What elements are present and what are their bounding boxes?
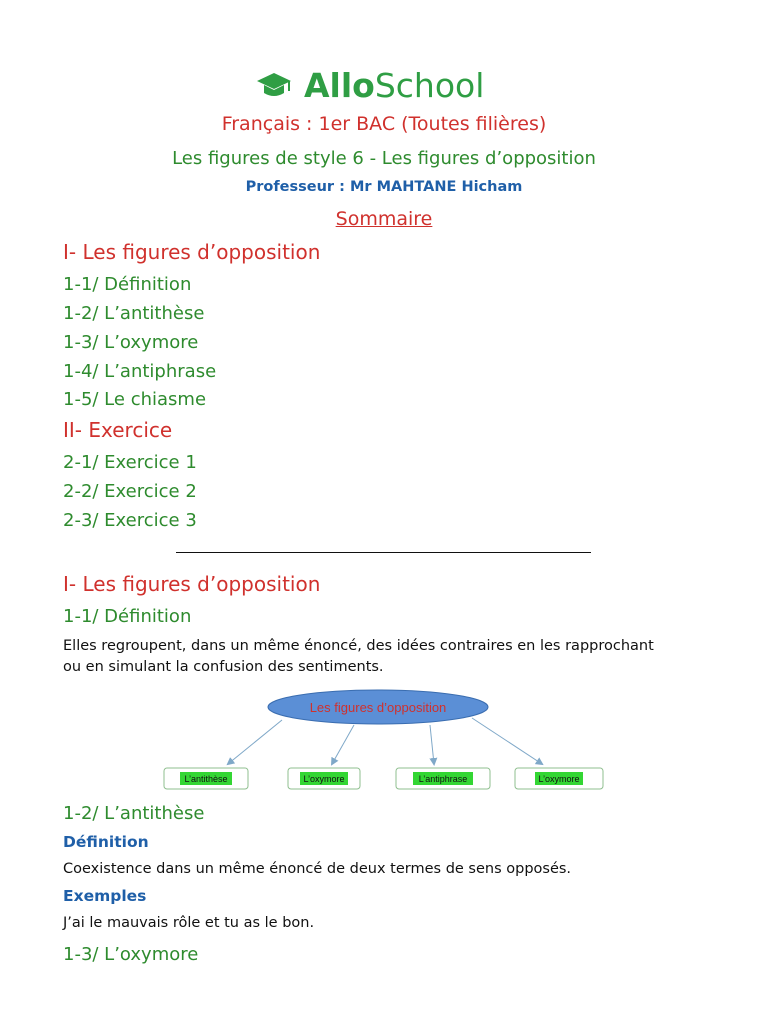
- svg-text:L’antithèse: L’antithèse: [184, 774, 227, 784]
- diagram-arrow: [331, 724, 355, 766]
- diagram-arrow: [226, 719, 283, 766]
- alloschool-logo[interactable]: AlloSchool: [256, 66, 484, 106]
- antithese-example-text: J’ai le mauvais rôle et tu as le bon.: [63, 915, 315, 931]
- sommaire-heading[interactable]: Sommaire: [335, 208, 433, 230]
- toc-item[interactable]: 1-1/ Définition: [63, 274, 192, 295]
- toc-item[interactable]: 2-3/ Exercice 3: [63, 510, 197, 531]
- section-heading-antithese: 1-2/ L’antithèse: [63, 803, 205, 824]
- toc-item[interactable]: 1-3/ L’oxymore: [63, 332, 199, 353]
- opposition-figures-diagram: Les figures d’opposition L’antithèse L’o…: [163, 689, 604, 790]
- graduation-cap-icon: [257, 73, 291, 96]
- examples-label: Exemples: [63, 887, 147, 905]
- diagram-arrow: [429, 724, 438, 766]
- diagram-node-antithese: L’antithèse: [163, 767, 249, 790]
- diagram-node-oxymore: L’oxymore: [287, 767, 361, 790]
- diagram-root-label: Les figures d’opposition: [310, 700, 447, 715]
- toc-item[interactable]: 1-2/ L’antithèse: [63, 303, 205, 324]
- section-heading-definition: 1-1/ Définition: [63, 606, 192, 627]
- section-divider: [176, 552, 591, 553]
- toc-item[interactable]: 2-1/ Exercice 1: [63, 452, 197, 473]
- diagram-node-antiphrase: L’antiphrase: [395, 767, 491, 790]
- svg-text:L’oxymore: L’oxymore: [538, 774, 579, 784]
- definition-label: Définition: [63, 833, 149, 851]
- professor-line: Professeur : Mr MAHTANE Hicham: [245, 179, 523, 195]
- page-title: Français : 1er BAC (Toutes filières): [221, 113, 547, 135]
- section-heading-oxymore: 1-3/ L’oxymore: [63, 944, 199, 965]
- page-subtitle: Les figures de style 6 - Les figures d’o…: [172, 148, 596, 169]
- svg-text:L’oxymore: L’oxymore: [303, 774, 344, 784]
- section-heading-part1: I- Les figures d’opposition: [63, 572, 321, 596]
- antithese-definition-text: Coexistence dans un même énoncé de deux …: [63, 861, 572, 877]
- toc-item[interactable]: 2-2/ Exercice 2: [63, 481, 197, 502]
- definition-text-line: Elles regroupent, dans un même énoncé, d…: [63, 638, 654, 654]
- diagram-arrow: [471, 717, 544, 766]
- logo-text: AlloSchool: [304, 66, 485, 105]
- diagram-root-ellipse: [267, 689, 489, 725]
- svg-text:L’antiphrase: L’antiphrase: [419, 774, 468, 784]
- toc-part1[interactable]: I- Les figures d’opposition: [63, 240, 321, 264]
- toc-item[interactable]: 1-4/ L’antiphrase: [63, 361, 217, 382]
- toc-part2[interactable]: II- Exercice: [63, 418, 173, 442]
- toc-item[interactable]: 1-5/ Le chiasme: [63, 389, 207, 410]
- definition-text-line: ou en simulant la confusion des sentimen…: [63, 659, 384, 675]
- diagram-node-oxymore-2: L’oxymore: [514, 767, 604, 790]
